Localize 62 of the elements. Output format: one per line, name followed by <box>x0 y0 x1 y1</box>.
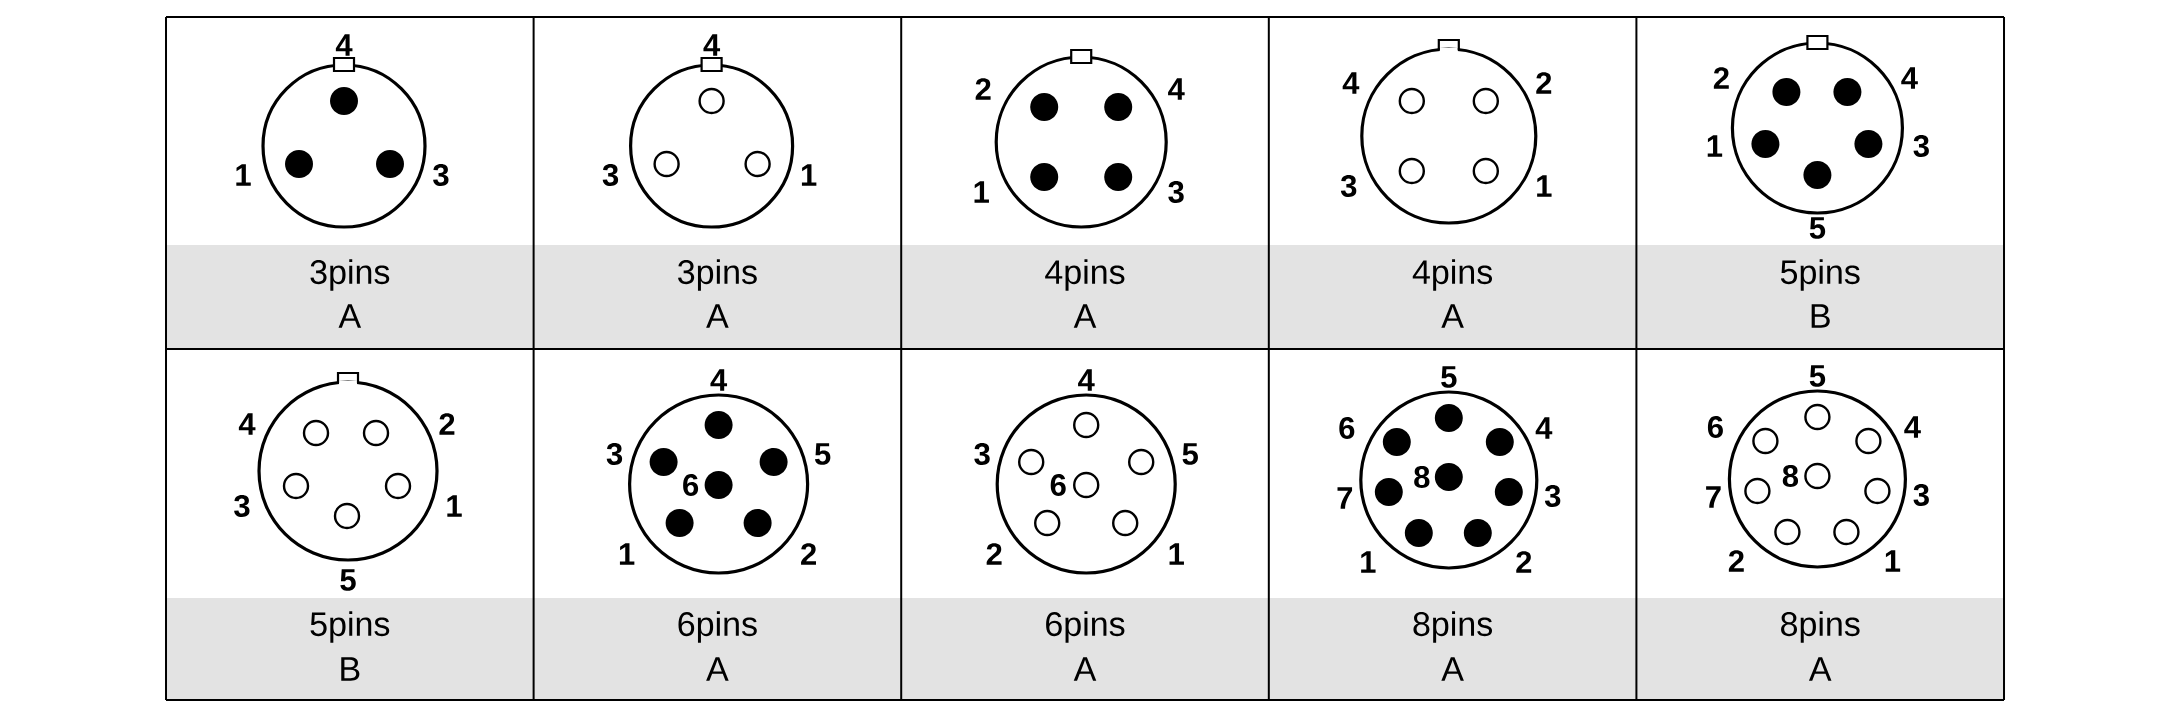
pin-number: 2 <box>801 543 816 565</box>
pin-number: 6 <box>683 474 699 496</box>
pin-number: 2 <box>1536 72 1552 94</box>
pin-number: 4 <box>710 369 728 391</box>
caption-cell: 5pins B <box>166 598 534 700</box>
caption-cell: 4pins A <box>1268 245 1637 349</box>
pin-number: 1 <box>801 164 817 186</box>
caption-cell: 3pins A <box>533 245 902 349</box>
pin-number: 3 <box>602 164 619 186</box>
pin-number: 6 <box>1707 416 1723 438</box>
pin-number: 4 <box>703 34 721 56</box>
pin-number: 3 <box>1340 175 1357 197</box>
pin-number: 4 <box>1535 417 1553 439</box>
pin-number: 5 <box>1441 366 1457 388</box>
pin-number: 1 <box>236 164 251 186</box>
pin-number: 4 <box>1342 72 1360 94</box>
caption-cell: 6pins A <box>533 598 902 700</box>
pin-number: 5 <box>1809 365 1826 387</box>
pin-number: 2 <box>986 543 1002 565</box>
pin-number: 4 <box>238 413 256 435</box>
pin-number: 2 <box>1516 551 1532 573</box>
pin-number: 3 <box>1913 484 1929 506</box>
caption-cell: 5pins B <box>1636 245 2004 349</box>
pin-number: 7 <box>1706 486 1721 508</box>
caption-cell: 6pins A <box>901 598 1269 700</box>
pin-number: 5 <box>814 443 831 465</box>
pin-number: 4 <box>1078 369 1095 391</box>
caption-cell: 8pins A <box>1268 598 1637 700</box>
pin-number: 5 <box>1809 217 1826 239</box>
pin-number: 1 <box>619 543 635 565</box>
pin-number: 8 <box>1414 466 1430 488</box>
pin-number: 6 <box>1339 417 1355 439</box>
pin-number: 5 <box>340 569 356 591</box>
pin-number: 7 <box>1337 487 1353 509</box>
pin-number: 3 <box>1544 485 1561 507</box>
pin-number: 4 <box>1168 78 1185 100</box>
pin-number: 1 <box>974 181 989 203</box>
caption-cell: 3pins A <box>166 245 534 349</box>
pin-number: 5 <box>1182 443 1198 465</box>
pin-number: 3 <box>606 443 623 465</box>
caption-cell: 8pins A <box>1636 598 2004 700</box>
pin-number: 1 <box>1885 550 1901 572</box>
pin-number: 4 <box>1901 67 1918 89</box>
pin-number: 1 <box>447 495 462 517</box>
pin-number: 2 <box>975 78 991 100</box>
pin-number: 3 <box>433 164 449 186</box>
pin-number: 2 <box>439 413 455 435</box>
pin-number: 6 <box>1050 474 1066 496</box>
pin-number: 3 <box>234 495 250 517</box>
pin-number: 1 <box>1361 551 1376 573</box>
pin-number: 3 <box>1168 181 1184 203</box>
pin-number: 4 <box>335 34 353 56</box>
pin-number: 1 <box>1707 135 1723 157</box>
pin-number: 2 <box>1713 67 1729 89</box>
pin-number: 3 <box>974 443 990 465</box>
pin-number: 2 <box>1728 550 1744 572</box>
caption-cell: 4pins A <box>901 245 1269 349</box>
pin-number: 8 <box>1782 465 1799 487</box>
pin-number: 1 <box>1169 543 1184 565</box>
pin-number: 1 <box>1537 175 1552 197</box>
pin-number: 4 <box>1904 416 1921 438</box>
pin-number: 3 <box>1913 135 1929 157</box>
